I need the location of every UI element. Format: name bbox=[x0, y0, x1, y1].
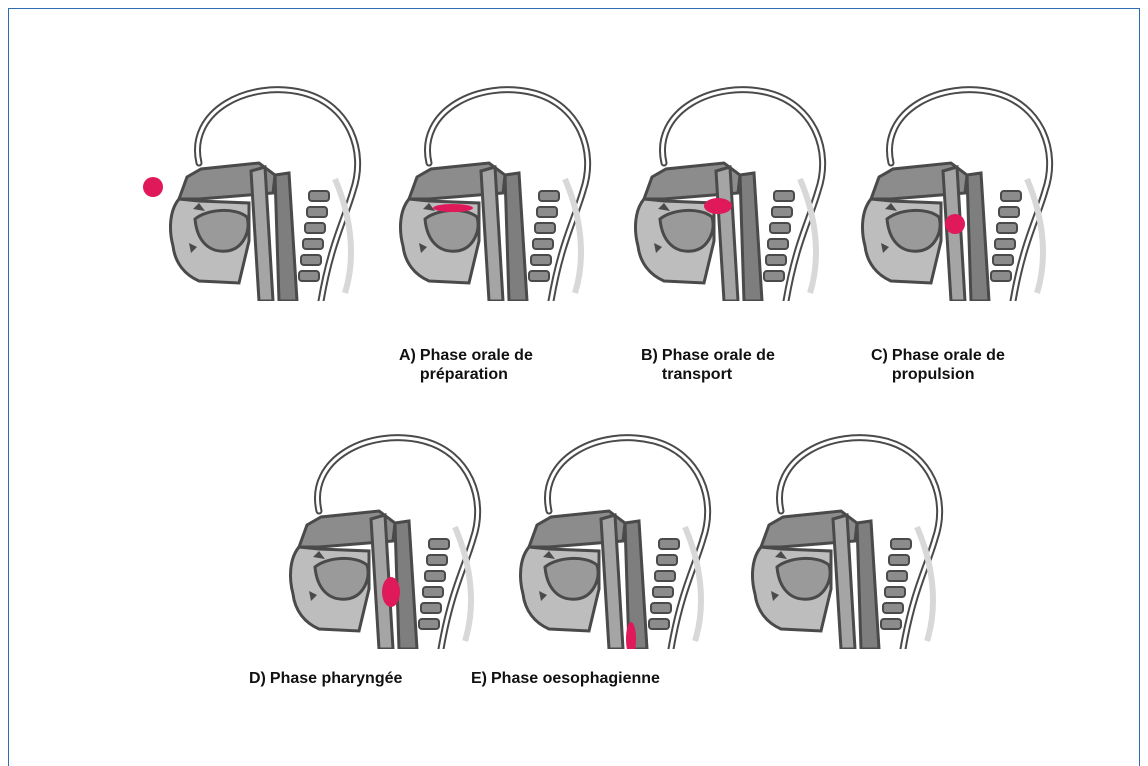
head-panel-B bbox=[604, 71, 834, 301]
food-bolus bbox=[433, 204, 473, 212]
figure-frame: A)Phase orale de préparation B)Phase ora… bbox=[8, 8, 1140, 766]
food-bolus bbox=[945, 214, 965, 234]
caption-letter: A) bbox=[399, 346, 416, 365]
caption-text: Phase oesophagienne bbox=[491, 669, 660, 688]
caption-letter: B) bbox=[641, 346, 658, 365]
food-bolus bbox=[704, 198, 732, 214]
caption-C: C)Phase orale de propulsion bbox=[871, 346, 1022, 384]
head-panel-end bbox=[721, 419, 951, 649]
head-diagram bbox=[604, 71, 834, 301]
caption-letter: D) bbox=[249, 669, 266, 688]
head-panel-intro bbox=[139, 71, 369, 301]
caption-B: B)Phase orale de transport bbox=[641, 346, 792, 384]
head-panel-D bbox=[259, 419, 489, 649]
head-panel-C bbox=[831, 71, 1061, 301]
head-diagram bbox=[139, 71, 369, 301]
caption-text: Phase pharyngée bbox=[270, 669, 403, 688]
head-diagram bbox=[831, 71, 1061, 301]
head-diagram bbox=[489, 419, 719, 649]
food-bolus bbox=[143, 177, 163, 197]
head-panel-A bbox=[369, 71, 599, 301]
caption-text: Phase orale de propulsion bbox=[892, 346, 1022, 384]
caption-letter: C) bbox=[871, 346, 888, 365]
head-panel-E bbox=[489, 419, 719, 649]
head-diagram bbox=[259, 419, 489, 649]
caption-letter: E) bbox=[471, 669, 487, 688]
caption-text: Phase orale de préparation bbox=[420, 346, 550, 384]
caption-A: A)Phase orale de préparation bbox=[399, 346, 550, 384]
head-diagram bbox=[721, 419, 951, 649]
caption-E: E)Phase oesophagienne bbox=[471, 669, 660, 688]
head-diagram bbox=[369, 71, 599, 301]
food-bolus bbox=[382, 577, 400, 607]
caption-text: Phase orale de transport bbox=[662, 346, 792, 384]
caption-D: D)Phase pharyngée bbox=[249, 669, 402, 688]
